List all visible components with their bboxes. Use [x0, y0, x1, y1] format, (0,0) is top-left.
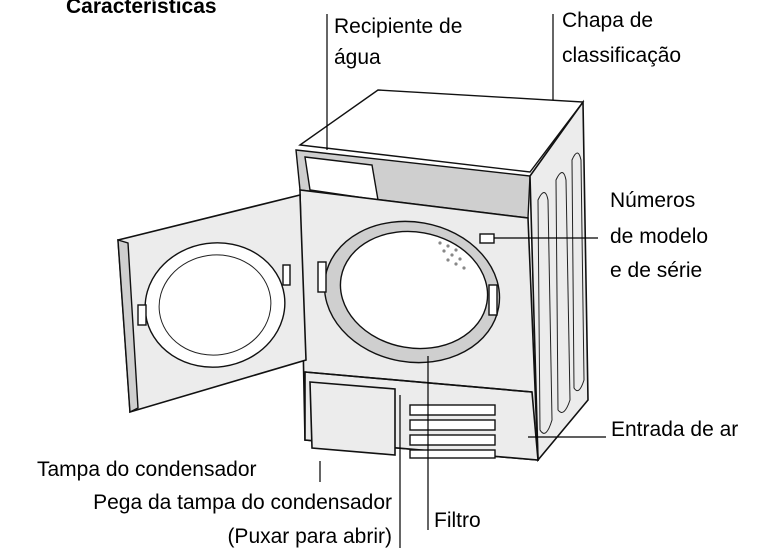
label-filter: Filtro — [434, 509, 481, 532]
door-catch — [137, 304, 147, 326]
dryer-door-edge — [117, 239, 139, 414]
label-air-inlet: Entrada de ar — [611, 418, 739, 441]
label-condenser-handle-line1: Pega da tampa do condensador — [93, 491, 392, 514]
hinge-right — [488, 284, 498, 316]
page-title: Características — [66, 0, 217, 18]
air-inlet-grille — [409, 404, 496, 459]
label-model-line1: Números — [610, 189, 696, 212]
label-model-line2: de modelo — [610, 225, 709, 248]
drum-perforations — [438, 241, 466, 270]
drum-inner — [339, 230, 489, 350]
model-serial-plate — [479, 233, 495, 244]
label-rating-plate-line2: classificação — [562, 44, 682, 67]
label-water-container-line2: água — [334, 46, 381, 69]
label-rating-plate-line1: Chapa de — [562, 9, 654, 32]
door-inner-ring — [158, 254, 272, 356]
hinge-left — [317, 261, 327, 293]
label-water-container-line1: Recipiente de — [334, 15, 463, 38]
door-hinge — [282, 264, 291, 286]
side-ribs — [537, 152, 585, 434]
condenser-cover — [309, 381, 396, 456]
label-condenser-handle-line2: (Puxar para abrir) — [227, 525, 392, 548]
label-model-line3: e de série — [610, 259, 703, 282]
leader-lines — [319, 14, 606, 548]
label-condenser-cover: Tampa do condensador — [37, 458, 257, 481]
